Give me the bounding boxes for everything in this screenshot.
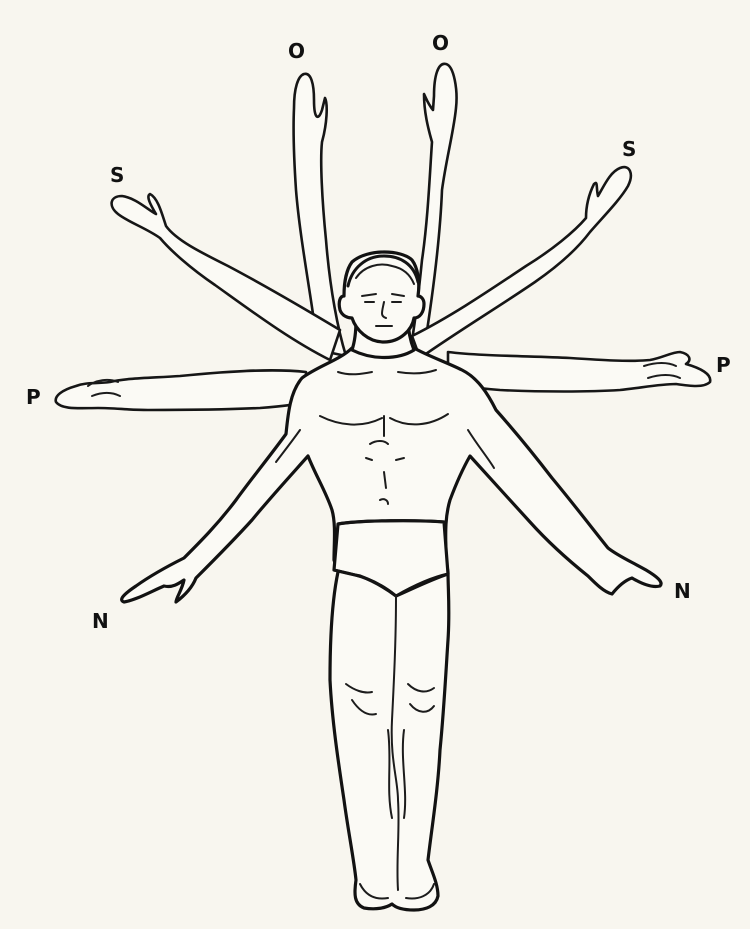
arm-raised-right <box>412 167 631 358</box>
arm-horizontal-left <box>56 370 306 410</box>
label-down-right: N <box>674 579 691 603</box>
label-overhead-left: O <box>288 39 305 63</box>
label-raised-left: S <box>110 163 124 187</box>
label-horizontal-left: P <box>26 385 41 409</box>
label-overhead-right: O <box>432 31 449 55</box>
arm-horizontal-right <box>448 352 710 392</box>
label-raised-right: S <box>622 137 636 161</box>
label-down-left: N <box>92 609 109 633</box>
label-horizontal-right: P <box>716 353 731 377</box>
body-figure <box>122 252 661 910</box>
